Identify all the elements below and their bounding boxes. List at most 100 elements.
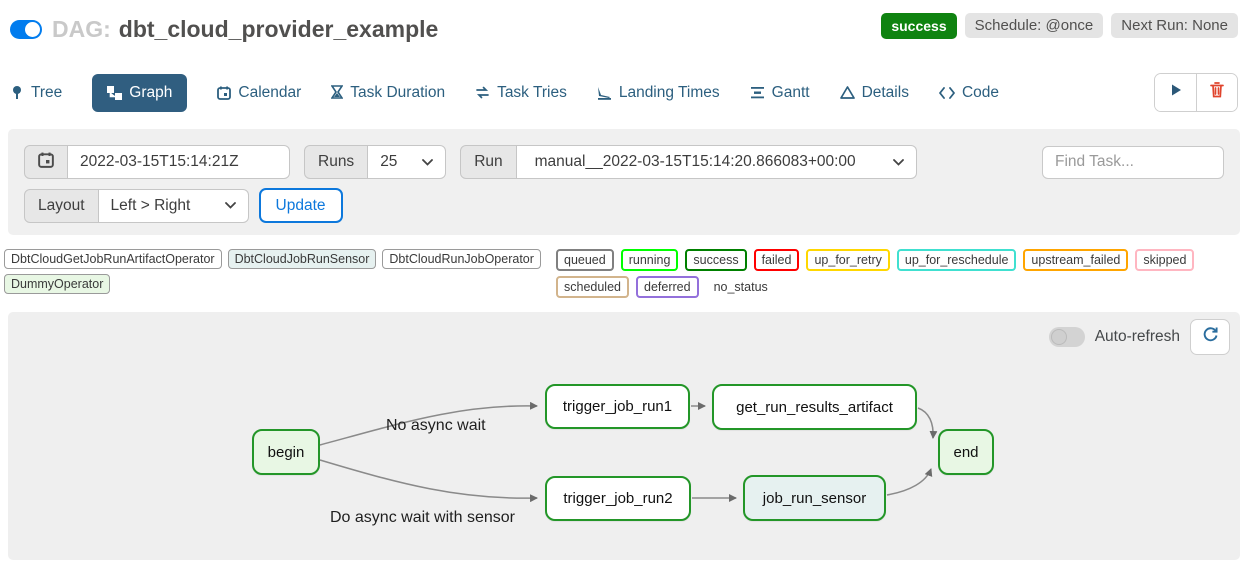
header-badges: success Schedule: @once Next Run: None (881, 12, 1238, 39)
edge-label-no-async: No async wait (386, 417, 486, 434)
date-group (24, 145, 290, 179)
dag-pause-toggle[interactable] (10, 20, 42, 39)
find-task-input[interactable] (1042, 145, 1224, 179)
tab-details[interactable]: Details (839, 84, 909, 102)
layout-label: Layout (24, 188, 99, 223)
tab-label: Code (961, 83, 1000, 101)
state-badge-up-for-reschedule[interactable]: up_for_reschedule (896, 249, 1017, 271)
chevron-down-icon (422, 158, 434, 166)
run-label: Run (460, 145, 517, 179)
graph-canvas[interactable]: Auto-refresh No async wait Do async wait (8, 312, 1240, 560)
edge-begin-run1 (319, 401, 538, 446)
refresh-button[interactable] (1190, 319, 1230, 355)
tab-label: Landing Times (618, 83, 720, 101)
filter-row-1: Runs 25 Run manual__2022-03-15T15:14:20.… (24, 145, 1224, 179)
tab-calendar[interactable]: Calendar (217, 84, 301, 102)
operator-badge: DummyOperator (4, 274, 111, 294)
layout-value: Left > Right (110, 196, 191, 214)
tab-label: Task Duration (350, 83, 446, 101)
num-runs-value: 25 (380, 153, 398, 170)
chevron-down-icon (892, 158, 904, 166)
operator-badge: DbtCloudGetJobRunArtifactOperator (4, 249, 222, 269)
state-badge-no-status: no_status (705, 276, 776, 298)
edge-begin-run2 (319, 459, 538, 503)
date-picker-button[interactable] (24, 145, 68, 179)
tab-task-duration[interactable]: Task Duration (331, 84, 445, 102)
dag-action-buttons (1154, 73, 1238, 112)
tab-landing-times[interactable]: Landing Times (597, 84, 720, 102)
repeat-icon (475, 86, 490, 99)
update-button[interactable]: Update (258, 188, 343, 223)
tab-label: Graph (129, 83, 173, 101)
details-icon (839, 86, 855, 99)
state-badge-success[interactable]: success (685, 249, 747, 271)
gantt-icon (750, 86, 765, 99)
auto-refresh-toggle[interactable] (1048, 327, 1085, 347)
tab-label: Tree (31, 83, 63, 101)
page-title: dbt_cloud_provider_example (118, 16, 439, 42)
tab-tree[interactable]: Tree (10, 84, 62, 102)
dag-run-select[interactable]: manual__2022-03-15T15:14:20.866083+00:00 (516, 145, 917, 179)
legend: DbtCloudGetJobRunArtifactOperator DbtClo… (0, 235, 1248, 298)
tree-icon (10, 85, 24, 100)
state-badge-upstream-failed[interactable]: upstream_failed (1023, 249, 1129, 271)
runs-label: Runs (304, 145, 369, 179)
task-node-trigger-job-run2[interactable]: trigger_job_run2 (545, 476, 691, 521)
header: DAG: dbt_cloud_provider_example success … (0, 0, 1248, 43)
dag-prefix-label: DAG: (52, 16, 111, 42)
state-badge-deferred[interactable]: deferred (636, 276, 699, 298)
tab-graph[interactable]: Graph (92, 73, 188, 112)
filter-row-2: Layout Left > Right Update (24, 188, 1224, 223)
next-run-badge: Next Run: None (1111, 12, 1238, 38)
run-group: Run manual__2022-03-15T15:14:20.866083+0… (460, 145, 917, 179)
task-node-get-run-results-artifact[interactable]: get_run_results_artifact (712, 384, 917, 430)
task-node-trigger-job-run1[interactable]: trigger_job_run1 (545, 384, 690, 429)
filter-panel: Runs 25 Run manual__2022-03-15T15:14:20.… (8, 129, 1240, 235)
tab-label: Task Tries (497, 83, 567, 101)
operator-badge: DbtCloudJobRunSensor (227, 249, 377, 269)
toggle-knob-icon (1050, 329, 1067, 345)
num-runs-select[interactable]: 25 (368, 145, 447, 179)
auto-refresh-label: Auto-refresh (1094, 328, 1180, 345)
task-node-end[interactable]: end (938, 429, 994, 475)
task-node-job-run-sensor[interactable]: job_run_sensor (743, 475, 886, 521)
edge-sensor-end (886, 468, 933, 496)
state-badge-running[interactable]: running (620, 249, 679, 271)
edge-label-async-sensor: Do async wait with sensor (330, 509, 515, 526)
hourglass-icon (331, 85, 344, 100)
state-badge-failed[interactable]: failed (753, 249, 800, 271)
runs-group: Runs 25 (304, 145, 447, 179)
state-badge-scheduled[interactable]: scheduled (556, 276, 629, 298)
base-date-input[interactable] (68, 145, 290, 179)
status-badge: success (881, 12, 957, 39)
tab-task-tries[interactable]: Task Tries (475, 84, 567, 102)
dag-run-value: manual__2022-03-15T15:14:20.866083+00:00 (534, 153, 856, 170)
operator-badge: DbtCloudRunJobOperator (382, 249, 541, 269)
state-legend: queued running success failed up_for_ret… (556, 249, 1244, 298)
state-badge-queued[interactable]: queued (556, 249, 614, 271)
refresh-controls: Auto-refresh (1048, 319, 1230, 355)
operator-legend: DbtCloudGetJobRunArtifactOperator DbtClo… (4, 249, 556, 294)
calendar-icon (38, 152, 54, 173)
view-tabs: Tree Graph Calendar Task Duration Task T… (10, 73, 999, 112)
chevron-down-icon (224, 202, 236, 209)
plane-landing-icon (597, 86, 612, 100)
trigger-dag-button[interactable] (1155, 74, 1196, 111)
layout-group: Layout Left > Right (24, 188, 249, 223)
graph-icon (107, 85, 123, 100)
dag-edges (319, 401, 938, 503)
refresh-icon (1202, 326, 1219, 348)
play-icon (1169, 83, 1183, 102)
delete-dag-button[interactable] (1196, 74, 1237, 111)
tab-gantt[interactable]: Gantt (750, 84, 810, 102)
code-icon (939, 86, 955, 99)
state-badge-skipped[interactable]: skipped (1135, 249, 1195, 271)
task-node-begin[interactable]: begin (252, 429, 320, 475)
layout-select[interactable]: Left > Right (98, 188, 249, 223)
toggle-knob-icon (25, 22, 40, 37)
tab-label: Calendar (238, 83, 302, 101)
schedule-badge: Schedule: @once (964, 12, 1104, 38)
state-badge-up-for-retry[interactable]: up_for_retry (806, 249, 890, 271)
tab-code[interactable]: Code (939, 84, 999, 102)
